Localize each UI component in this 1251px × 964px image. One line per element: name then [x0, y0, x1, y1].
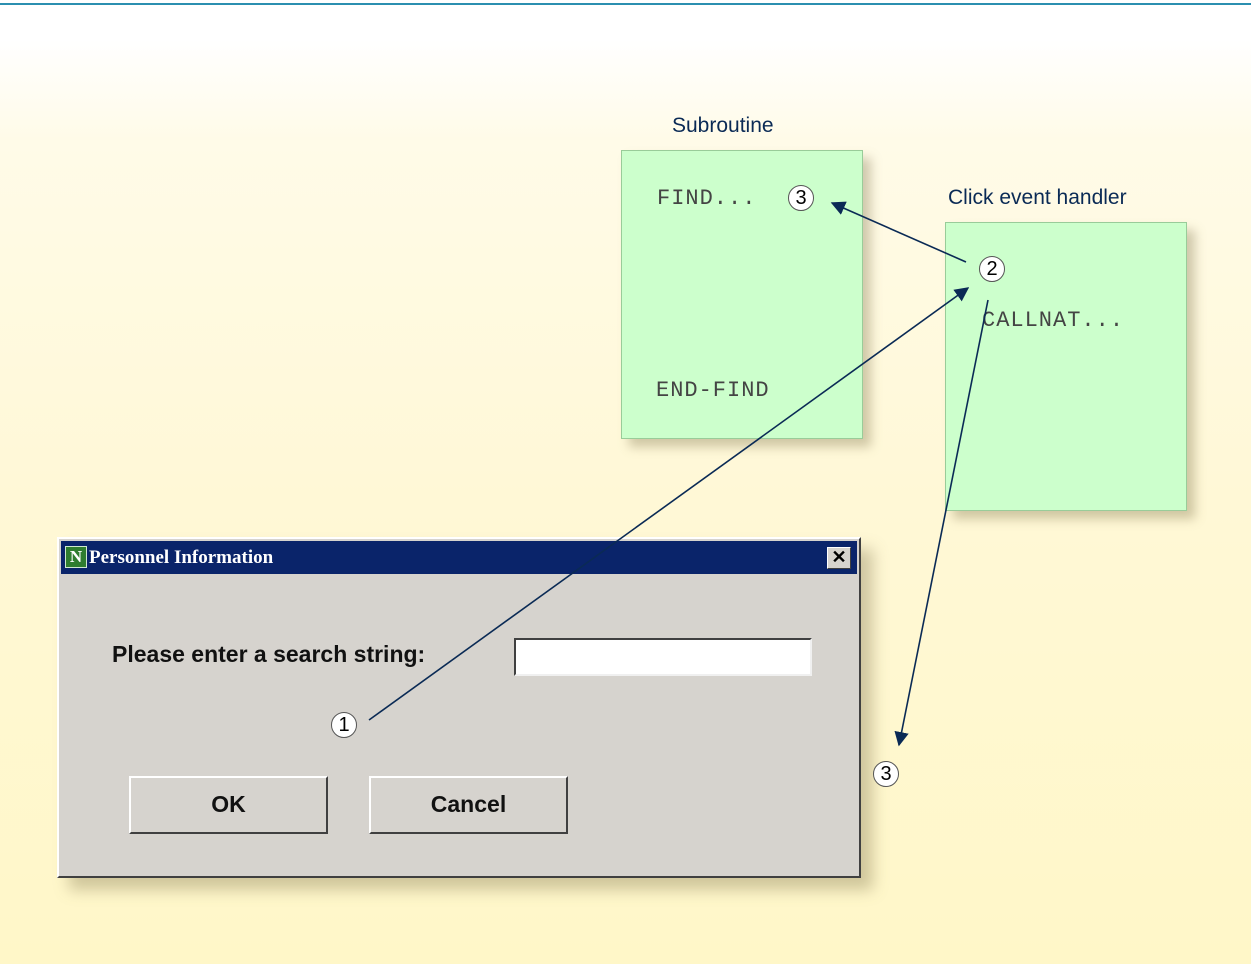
dialog-title: Personnel Information	[89, 547, 274, 568]
marker-2: 2	[979, 256, 1005, 282]
arrow-handler-to-return	[894, 299, 989, 747]
cancel-button[interactable]: Cancel	[369, 776, 568, 834]
subroutine-box	[621, 150, 863, 439]
ok-button[interactable]: OK	[129, 776, 328, 834]
subroutine-code-find: FIND...	[657, 186, 757, 211]
top-rule	[0, 3, 1251, 5]
dialog-titlebar[interactable]: N Personnel Information ✕	[61, 541, 857, 574]
arrow-button-to-handler	[368, 287, 970, 721]
personnel-dialog: N Personnel Information ✕ Please enter a…	[57, 537, 861, 878]
marker-3-subroutine: 3	[788, 185, 814, 211]
marker-1: 1	[331, 712, 357, 738]
marker-3-return: 3	[873, 761, 899, 787]
arrow-handler-to-subroutine	[830, 201, 967, 263]
subroutine-code-end-find: END-FIND	[656, 378, 770, 403]
close-button[interactable]: ✕	[827, 547, 851, 569]
event-handler-title: Click event handler	[948, 186, 1127, 209]
search-prompt-label: Please enter a search string:	[112, 641, 426, 667]
event-handler-code-callnat: CALLNAT...	[982, 308, 1125, 333]
app-icon: N	[65, 546, 87, 568]
subroutine-title: Subroutine	[672, 114, 774, 137]
event-handler-box	[945, 222, 1187, 511]
search-input[interactable]	[514, 638, 812, 676]
